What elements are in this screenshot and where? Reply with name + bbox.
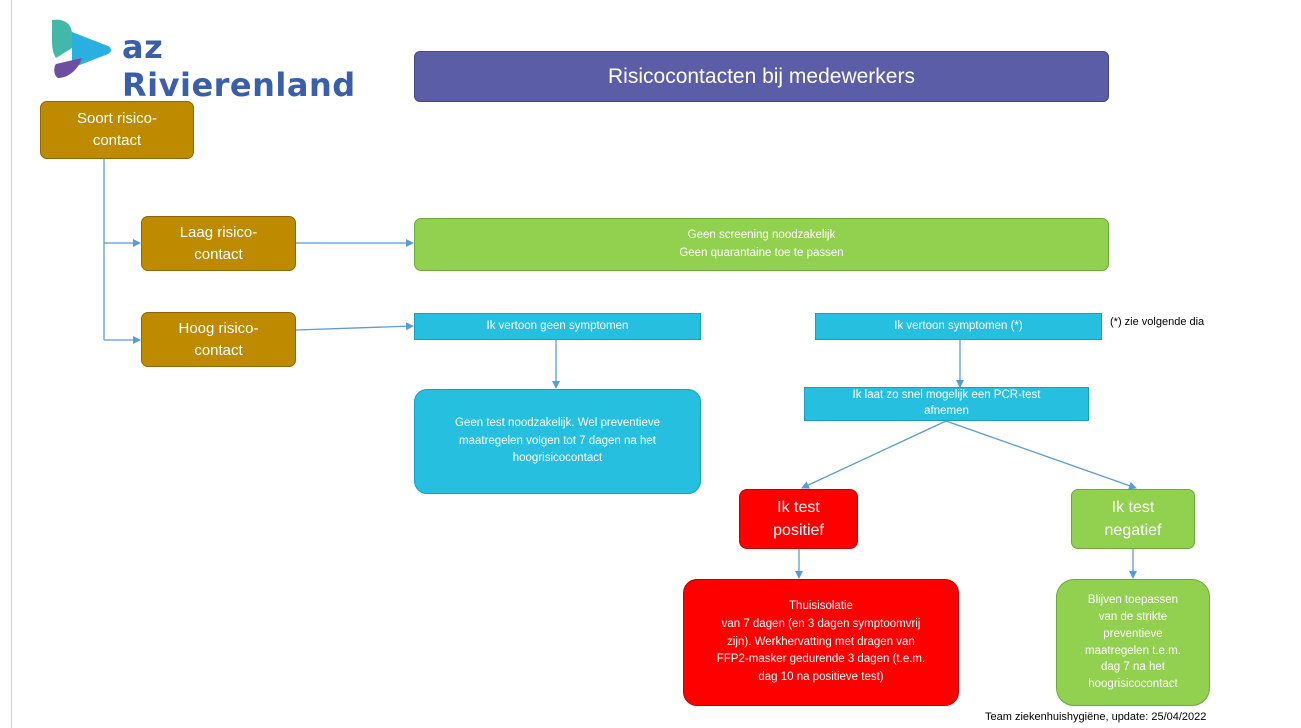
node-hoog-risicocontact: Hoog risico- contact — [141, 312, 296, 367]
arrow-hoog-to-geen-symptomen — [295, 322, 414, 331]
node-geen-test: Geen test noodzakelijk. Wel preventieve … — [414, 389, 701, 494]
logo-text: az Rivierenland — [122, 28, 356, 104]
node-test-positief: Ik test positief — [739, 489, 858, 549]
arrow-pcr-to-positief — [801, 420, 947, 489]
node-blijven-toepassen: Blijven toepassen van de strikte prevent… — [1056, 579, 1210, 706]
arrow-pcr-to-negatief — [945, 420, 1137, 490]
node-geen-symptomen: Ik vertoon geen symptomen — [414, 313, 701, 340]
az-rivierenland-logo: az Rivierenland — [48, 18, 355, 104]
node-test-negatief: Ik test negatief — [1071, 489, 1195, 549]
node-thuisisolatie: Thuisisolatie van 7 dagen (en 3 dagen sy… — [683, 579, 959, 706]
node-soort-risicocontact: Soort risico- contact — [40, 101, 194, 159]
logo-mark-icon — [52, 19, 111, 78]
note-zie-volgende-dia: (*) zie volgende dia — [1110, 316, 1205, 328]
node-symptomen: Ik vertoon symptomen (*) — [815, 313, 1102, 340]
footer-update-note: Team ziekenhuishygiëne, update: 25/04/20… — [985, 711, 1207, 723]
node-laag-risicocontact: Laag risico- contact — [141, 216, 296, 271]
node-pcr-test: Ik laat zo snel mogelijk een PCR-test af… — [804, 387, 1089, 421]
page-title: Risicocontacten bij medewerkers — [414, 51, 1109, 102]
node-geen-screening: Geen screening noodzakelijk Geen quarant… — [414, 218, 1109, 271]
slide-left-edge — [11, 0, 12, 728]
